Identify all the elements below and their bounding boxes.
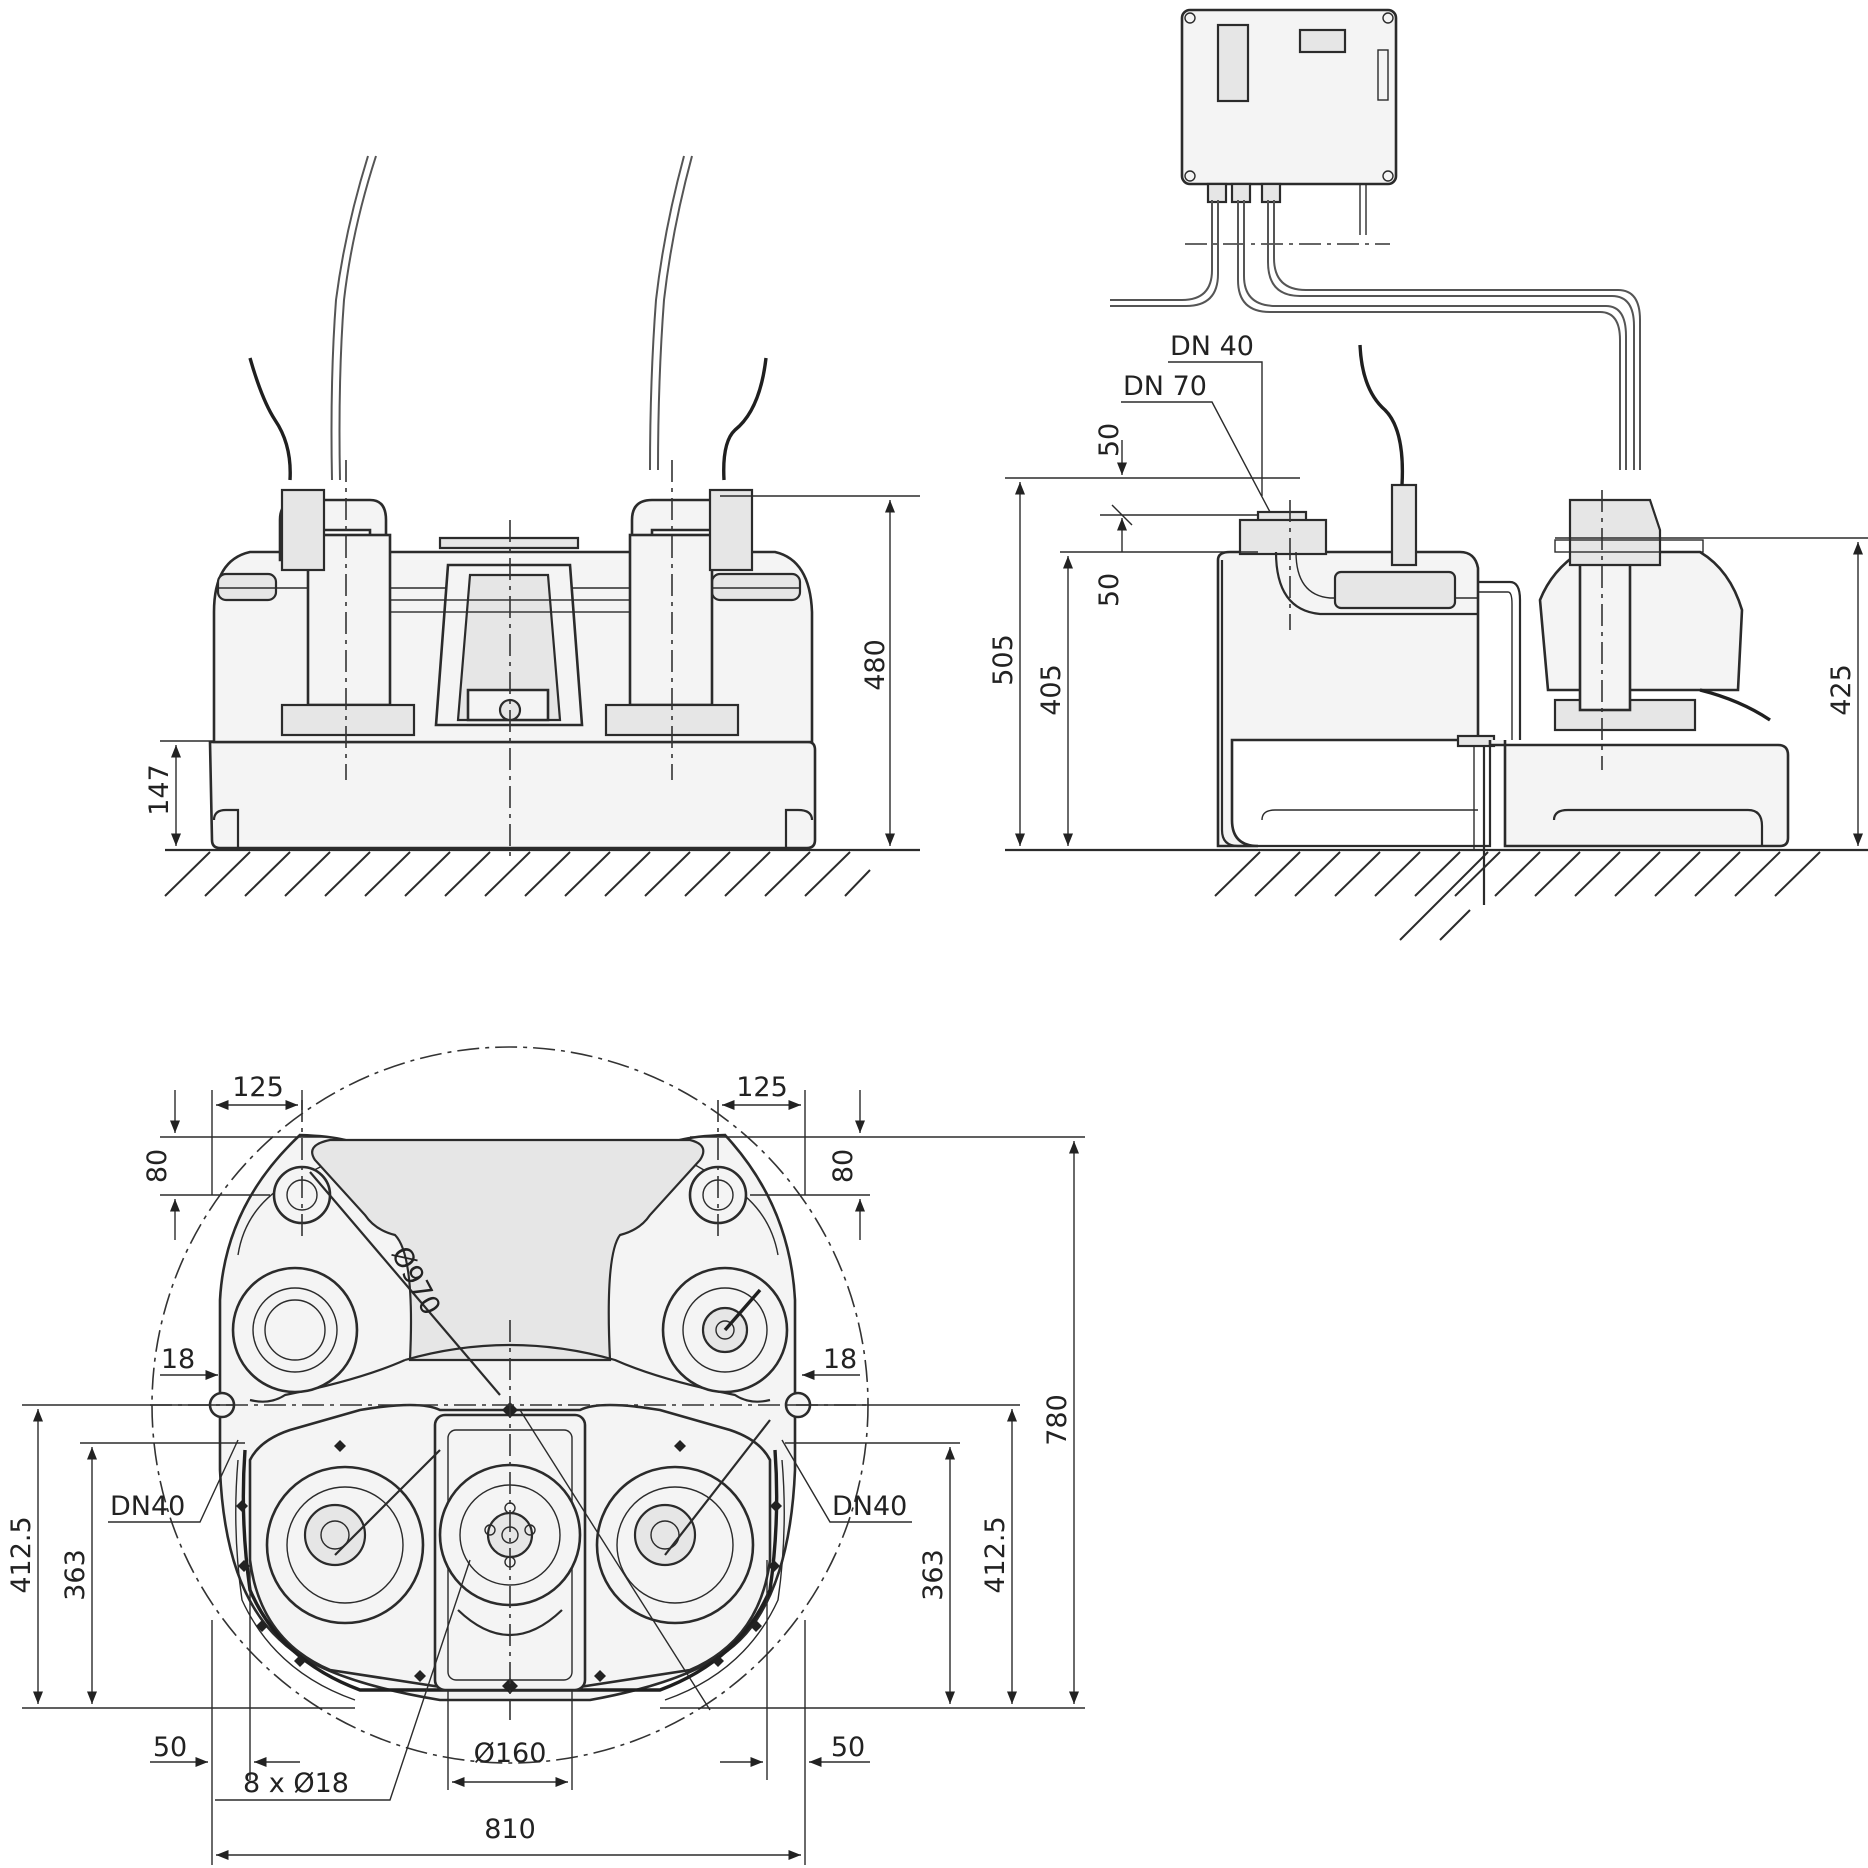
plan-vent-right-label: DN40: [832, 1491, 907, 1522]
plan-depth-outer-left-label: 412.5: [6, 1516, 37, 1593]
plan-anchor-holes-label: 8 x Ø18: [243, 1768, 349, 1799]
plan-depth-total-label: 780: [1042, 1394, 1073, 1446]
plan-edge-right-label: 18: [823, 1344, 857, 1375]
plan-depth-outer-right-label: 412.5: [980, 1516, 1011, 1593]
plan-depth-inner-left-label: 363: [60, 1549, 91, 1601]
bolt-pattern: [236, 1402, 782, 1694]
control-box: [1180, 8, 1398, 235]
plan-vent-left-label: DN40: [110, 1491, 185, 1522]
plan-margin-left-label: 50: [153, 1732, 187, 1763]
front-height-total-label: 480: [860, 639, 891, 691]
inlet-dn40-label: DN 40: [1170, 331, 1254, 362]
plan-view: 125 125 80 80 Ø970 18 18 DN40 DN40 412.5: [6, 1046, 1085, 1865]
plan-spacing-right-label: 125: [736, 1072, 788, 1103]
plan-offset-right-label: 80: [828, 1149, 859, 1183]
plan-spacing-left-label: 125: [232, 1072, 284, 1103]
side-floor-hatch: [1214, 851, 1821, 941]
side-height-inlet-label: 405: [1036, 664, 1067, 716]
plan-width-total-label: 810: [484, 1814, 536, 1845]
side-height-pump-label: 425: [1826, 664, 1857, 716]
plan-offset-left-label: 80: [142, 1149, 173, 1183]
front-height-base-label: 147: [144, 764, 175, 816]
plan-edge-left-label: 18: [161, 1344, 195, 1375]
plan-outlet-diameter-label: Ø160: [474, 1738, 547, 1769]
side-offset-top-label: 50: [1094, 423, 1125, 457]
side-view: DN 40 DN 70 50 50 505 405 425: [988, 8, 1868, 941]
plan-depth-inner-right-label: 363: [918, 1549, 949, 1601]
inlet-dn70-label: DN 70: [1123, 371, 1207, 402]
plan-margin-right-label: 50: [831, 1732, 865, 1763]
front-floor-hatch: [164, 851, 871, 897]
side-height-overall-label: 505: [988, 634, 1019, 686]
front-view: 480 147: [144, 155, 920, 897]
side-offset-mid-label: 50: [1094, 573, 1125, 607]
